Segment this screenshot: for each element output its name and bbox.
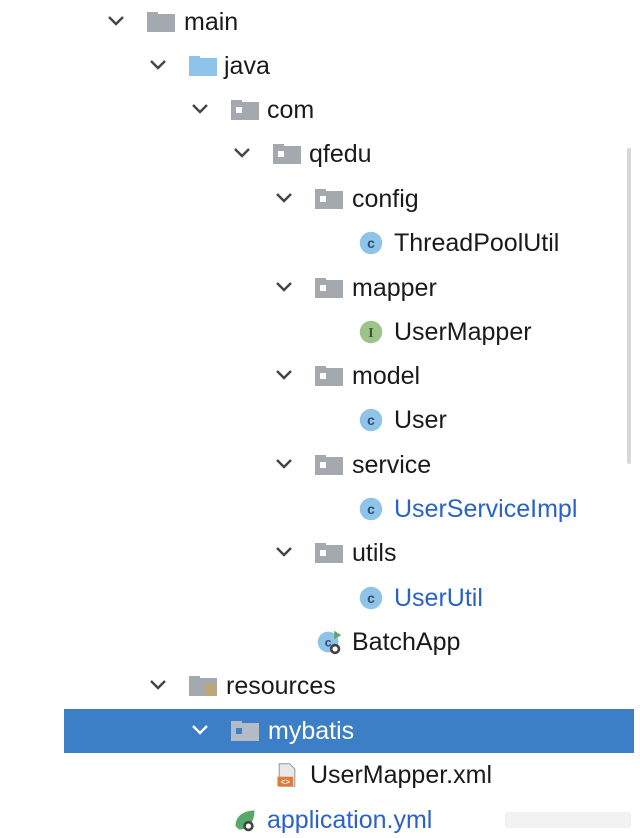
tree-item-label: service	[352, 451, 432, 479]
watermark-logo	[505, 812, 631, 828]
tree-item-usermapper[interactable]: I UserMapper	[0, 310, 640, 354]
tree-item-label: qfedu	[309, 140, 372, 168]
tree-item-label: BatchApp	[352, 628, 461, 656]
chevron-down-icon[interactable]	[106, 11, 126, 31]
tree-item-mapper[interactable]: mapper	[0, 266, 640, 310]
tree-item-label: mapper	[352, 274, 437, 302]
tree-item-mybatis[interactable]: mybatis	[64, 709, 634, 753]
tree-item-label: resources	[226, 672, 336, 700]
gray-folder-icon	[147, 12, 175, 32]
tree-item-label: UserUtil	[394, 584, 483, 612]
chevron-down-icon[interactable]	[148, 675, 168, 695]
package-folder-icon	[315, 278, 343, 298]
tree-item-main[interactable]: main	[0, 0, 640, 44]
svg-text:c: c	[367, 590, 375, 606]
tree-item-label: UserMapper	[394, 318, 532, 346]
package-folder-icon	[315, 366, 343, 386]
vertical-scrollbar[interactable]	[627, 148, 631, 464]
tree-item-label: UserServiceImpl	[394, 495, 578, 523]
tree-item-com[interactable]: com	[0, 88, 640, 132]
package-folder-icon	[315, 455, 343, 475]
tree-item-qfedu[interactable]: qfedu	[0, 132, 640, 176]
chevron-down-icon[interactable]	[274, 454, 294, 474]
tree-item-label: User	[394, 406, 447, 434]
tree-item-service[interactable]: service	[0, 443, 640, 487]
tree-item-user[interactable]: c User	[0, 398, 640, 442]
package-folder-icon	[231, 100, 259, 120]
tree-item-application-yml[interactable]: application.yml	[0, 798, 640, 838]
package-folder-icon	[315, 189, 343, 209]
class-icon: c	[359, 586, 383, 610]
tree-item-usermapper-xml[interactable]: <> UserMapper.xml	[0, 753, 640, 797]
class-icon: c	[359, 408, 383, 432]
tree-item-label: main	[184, 8, 239, 36]
xml-file-icon: <>	[277, 763, 296, 788]
tree-item-label: mybatis	[268, 717, 355, 745]
tree-item-resources[interactable]: resources	[0, 664, 640, 708]
class-icon: c	[359, 231, 383, 255]
tree-item-label: java	[224, 52, 270, 80]
tree-item-userserviceimpl[interactable]: c UserServiceImpl	[0, 487, 640, 531]
chevron-down-icon[interactable]	[274, 365, 294, 385]
package-folder-icon	[273, 144, 301, 164]
package-folder-icon	[231, 721, 259, 741]
source-folder-icon	[189, 56, 217, 76]
interface-icon: I	[359, 320, 383, 344]
svg-text:c: c	[367, 412, 375, 428]
package-folder-icon	[315, 543, 343, 563]
tree-item-label: UserMapper.xml	[310, 761, 492, 789]
tree-item-label: config	[352, 185, 419, 213]
chevron-down-icon[interactable]	[148, 55, 168, 75]
tree-item-label: application.yml	[267, 806, 433, 834]
svg-text:<>: <>	[281, 780, 291, 788]
svg-text:I: I	[368, 325, 373, 340]
tree-item-batchapp[interactable]: c BatchApp	[0, 620, 640, 664]
chevron-down-icon[interactable]	[190, 720, 210, 740]
tree-item-utils[interactable]: utils	[0, 531, 640, 575]
class-icon: c	[359, 497, 383, 521]
tree-item-label: ThreadPoolUtil	[394, 229, 560, 257]
chevron-down-icon[interactable]	[274, 542, 294, 562]
tree-item-label: model	[352, 362, 421, 390]
tree-item-java[interactable]: java	[0, 44, 640, 88]
spring-boot-app-icon: c	[317, 630, 342, 655]
chevron-down-icon[interactable]	[232, 143, 252, 163]
svg-text:c: c	[325, 635, 332, 649]
spring-yml-icon	[235, 810, 255, 832]
tree-item-threadpoolutil[interactable]: c ThreadPoolUtil	[0, 221, 640, 265]
tree-item-label: com	[267, 96, 315, 124]
tree-item-label: utils	[352, 539, 397, 567]
chevron-down-icon[interactable]	[274, 188, 294, 208]
tree-item-model[interactable]: model	[0, 354, 640, 398]
chevron-down-icon[interactable]	[190, 99, 210, 119]
resources-folder-icon	[189, 676, 217, 696]
svg-text:c: c	[367, 501, 375, 517]
svg-text:c: c	[367, 235, 375, 251]
chevron-down-icon[interactable]	[274, 277, 294, 297]
tree-item-userutil[interactable]: c UserUtil	[0, 576, 640, 620]
tree-item-config[interactable]: config	[0, 177, 640, 221]
